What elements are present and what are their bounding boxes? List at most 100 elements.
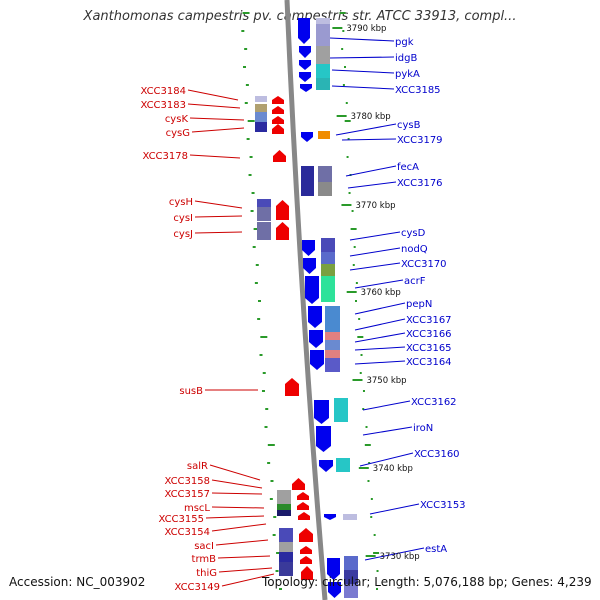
leader-line xyxy=(194,200,243,209)
reverse-gene-block xyxy=(279,562,293,576)
forward-gene-block xyxy=(343,514,357,520)
gene-label-salr[interactable]: salR xyxy=(187,461,208,472)
reverse-gene-arrow xyxy=(276,200,289,220)
reverse-gene-arrow xyxy=(297,492,309,500)
leader-line xyxy=(331,85,395,90)
gene-label-nodq[interactable]: nodQ xyxy=(401,244,428,255)
gene-label-xcc3160[interactable]: XCC3160 xyxy=(414,449,460,460)
feature-tick xyxy=(344,120,351,122)
gene-label-xcc3167[interactable]: XCC3167 xyxy=(406,315,452,326)
gene-label-cysj[interactable]: cysJ xyxy=(173,229,193,240)
reverse-gene-block xyxy=(257,222,271,240)
gene-label-xcc3185[interactable]: XCC3185 xyxy=(395,85,441,96)
gene-label-esta[interactable]: estA xyxy=(425,544,447,555)
feature-tick xyxy=(270,480,274,482)
gene-label-cysh[interactable]: cysH xyxy=(169,197,193,208)
feature-tick xyxy=(257,318,261,320)
gene-label-trmb[interactable]: trmB xyxy=(192,554,217,565)
gene-label-xcc3158[interactable]: XCC3158 xyxy=(164,476,210,487)
label-leader-lines xyxy=(187,37,425,587)
forward-gene-arrow xyxy=(314,400,329,424)
feature-tick xyxy=(269,498,273,500)
reverse-gene-block xyxy=(279,528,293,542)
forward-gene-arrow xyxy=(301,132,313,142)
forward-gene-block xyxy=(321,238,335,252)
reverse-gene-block xyxy=(279,542,293,552)
gene-label-thig[interactable]: thiG xyxy=(196,568,217,579)
gene-label-xcc3179[interactable]: XCC3179 xyxy=(397,135,443,146)
gene-label-susb[interactable]: susB xyxy=(179,386,203,397)
feature-tick xyxy=(267,462,271,464)
gene-label-pepn[interactable]: pepN xyxy=(406,299,432,310)
reverse-gene-block xyxy=(277,504,291,510)
gene-label-xcc3154[interactable]: XCC3154 xyxy=(164,527,210,538)
forward-gene-block xyxy=(344,584,358,598)
forward-gene-arrow xyxy=(299,72,311,82)
gene-label-xcc3165[interactable]: XCC3165 xyxy=(406,343,452,354)
gene-label-cysb[interactable]: cysB xyxy=(397,120,421,131)
reverse-gene-block xyxy=(255,104,267,112)
leader-line xyxy=(215,539,269,546)
forward-gene-block xyxy=(336,458,350,472)
gene-label-pgk[interactable]: pgk xyxy=(395,37,414,48)
leader-line xyxy=(354,346,406,351)
gene-label-xcc3149[interactable]: XCC3149 xyxy=(174,582,220,593)
gene-label-cysk[interactable]: cysK xyxy=(165,114,189,125)
reverse-gene-arrow xyxy=(292,478,305,490)
gene-label-cysi[interactable]: cysI xyxy=(173,213,193,224)
forward-gene-arrow xyxy=(299,46,311,58)
feature-tick xyxy=(367,480,370,482)
reverse-gene-block xyxy=(277,490,291,504)
gene-label-cysd[interactable]: cysD xyxy=(401,228,426,239)
feature-tick xyxy=(342,30,345,32)
gene-label-cysg[interactable]: cysG xyxy=(166,128,190,139)
gene-label-xcc3166[interactable]: XCC3166 xyxy=(406,329,452,340)
feature-tick xyxy=(273,516,277,518)
gene-label-acrf[interactable]: acrF xyxy=(404,276,426,287)
scale-label: 3780 kbp xyxy=(351,112,391,122)
gene-label-mscl[interactable]: mscL xyxy=(184,503,210,514)
gene-label-xcc3153[interactable]: XCC3153 xyxy=(420,500,466,511)
leader-line xyxy=(194,231,243,234)
leader-line xyxy=(209,464,261,481)
gene-label-xcc3178[interactable]: XCC3178 xyxy=(142,151,188,162)
feature-tick xyxy=(241,30,245,32)
forward-gene-block xyxy=(316,18,330,24)
forward-gene-block xyxy=(301,166,314,196)
feature-tick xyxy=(267,444,275,446)
gene-label-idgb[interactable]: idgB xyxy=(395,53,417,64)
leader-line xyxy=(359,452,414,467)
gene-blocks xyxy=(255,18,358,598)
gene-labels[interactable]: pgk idgB pykA XCC3185 cysB XCC3179 fecA XCC3176… xyxy=(140,37,465,593)
reverse-gene-arrow xyxy=(272,124,284,134)
feature-tick xyxy=(373,534,376,536)
forward-gene-arrow xyxy=(302,240,315,256)
reverse-gene-arrow xyxy=(298,512,310,520)
forward-gene-block xyxy=(318,182,332,196)
gene-label-xcc3162[interactable]: XCC3162 xyxy=(411,397,457,408)
forward-gene-block xyxy=(344,556,358,570)
forward-gene-block xyxy=(344,570,358,584)
gene-label-xcc3183[interactable]: XCC3183 xyxy=(140,100,186,111)
gene-label-xcc3155[interactable]: XCC3155 xyxy=(158,514,204,525)
leader-line xyxy=(354,279,404,289)
leader-line xyxy=(221,573,275,587)
feature-tick xyxy=(359,372,362,374)
gene-label-xcc3184[interactable]: XCC3184 xyxy=(140,86,186,97)
forward-gene-arrow xyxy=(300,84,312,92)
gene-label-xcc3170[interactable]: XCC3170 xyxy=(401,259,447,270)
reverse-gene-arrow xyxy=(297,502,309,510)
feature-tick xyxy=(353,246,356,248)
gene-label-xcc3164[interactable]: XCC3164 xyxy=(406,357,452,368)
forward-gene-block xyxy=(334,398,348,422)
gene-label-iron[interactable]: iroN xyxy=(413,423,433,434)
scale-label: 3750 kbp xyxy=(366,376,406,386)
leader-line xyxy=(362,426,413,436)
gene-label-saci[interactable]: sacI xyxy=(194,541,214,552)
feature-tick xyxy=(249,156,253,158)
gene-label-xcc3176[interactable]: XCC3176 xyxy=(397,178,443,189)
gene-label-pyka[interactable]: pykA xyxy=(395,69,420,80)
gene-label-feca[interactable]: fecA xyxy=(397,162,419,173)
gene-label-xcc3157[interactable]: XCC3157 xyxy=(164,489,210,500)
